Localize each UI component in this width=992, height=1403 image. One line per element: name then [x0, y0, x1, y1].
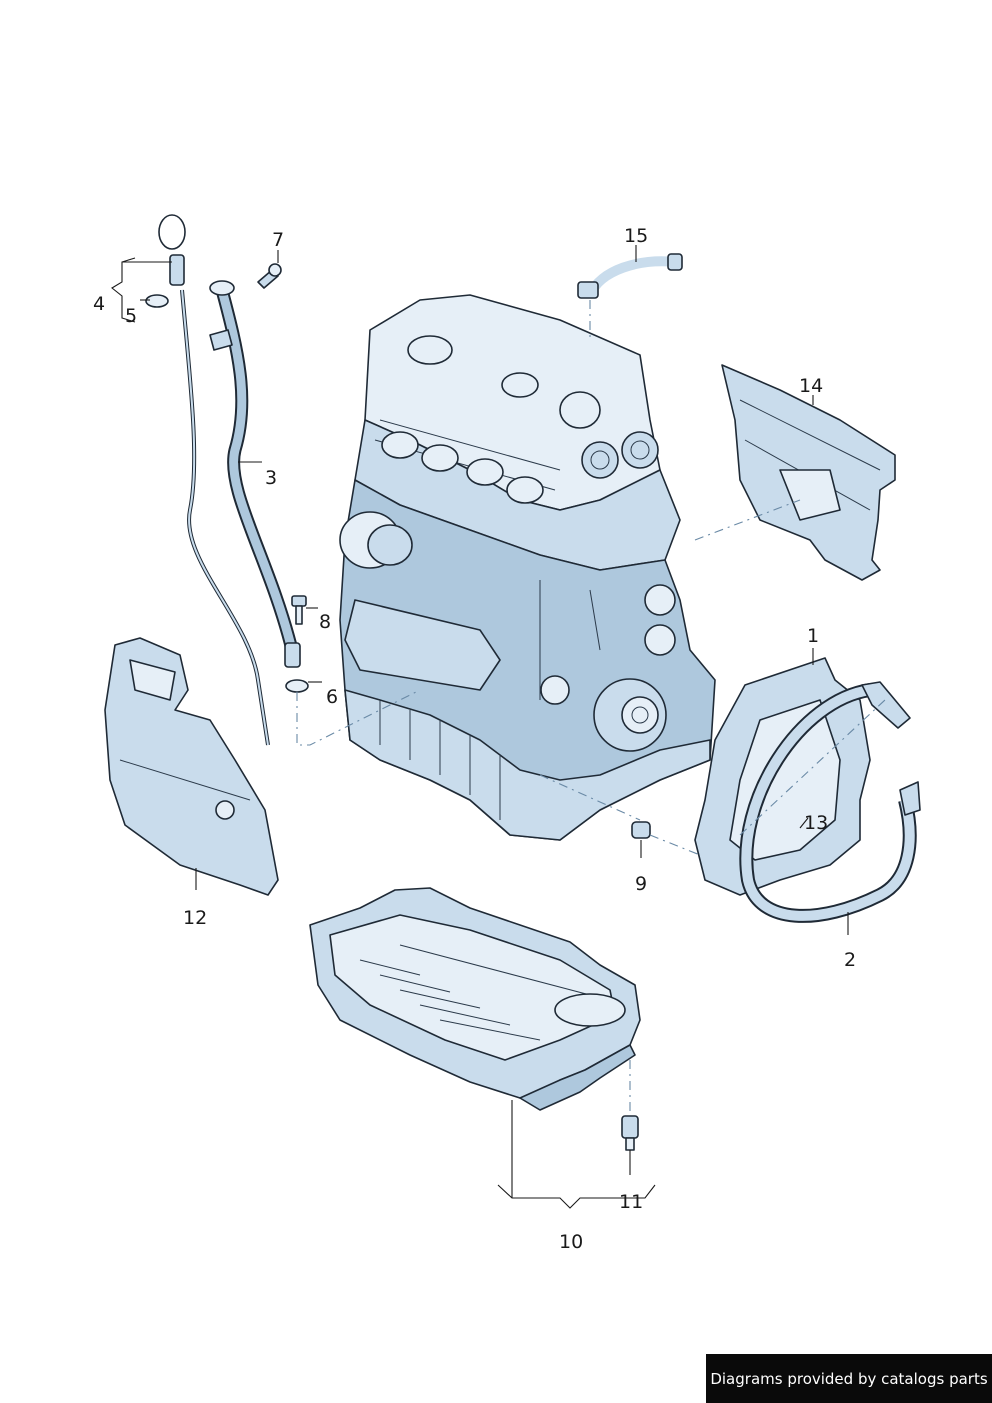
callout-12: 12: [183, 907, 207, 929]
callout-11: 11: [619, 1191, 643, 1213]
oil-pan-10: [309, 887, 641, 1111]
credit-banner: Diagrams provided by catalogs parts: [706, 1354, 992, 1403]
callout-13: 13: [804, 812, 828, 834]
callout-8: 8: [319, 611, 331, 633]
callout-9: 9: [635, 873, 647, 895]
callout-5: 5: [125, 305, 137, 327]
leader-lines: [111, 245, 849, 1209]
seal-ring-5: [145, 294, 169, 308]
intermediate-plate-12: [104, 637, 279, 896]
callout-10: 10: [559, 1231, 583, 1253]
callout-1: 1: [807, 625, 819, 647]
callout-14: 14: [799, 375, 823, 397]
credit-text: Diagrams provided by catalogs parts: [710, 1369, 988, 1388]
callout-3: 3: [265, 467, 277, 489]
breather-hose: [577, 253, 683, 299]
timing-cover-14: [721, 364, 896, 581]
callout-7: 7: [272, 229, 284, 251]
seal-flange-2: [739, 681, 921, 923]
callout-15: 15: [624, 225, 648, 247]
callout-2: 2: [844, 949, 856, 971]
plug-11: [621, 1115, 639, 1151]
assembly-lines: [296, 300, 886, 1112]
o-ring-6: [285, 679, 309, 693]
dowel-sleeve-9: [631, 821, 651, 839]
callout-labels: 1 2 3 4 5 6 7 8 9 10 11 12 13 14 15: [93, 225, 856, 1253]
callout-4: 4: [93, 293, 105, 315]
bolt-8: [291, 595, 307, 625]
bolt-7: [257, 263, 282, 289]
dipstick-guide-tube: [209, 280, 301, 668]
callout-6: 6: [326, 686, 338, 708]
oil-dipstick: [158, 214, 270, 746]
engine-block: [339, 294, 716, 841]
